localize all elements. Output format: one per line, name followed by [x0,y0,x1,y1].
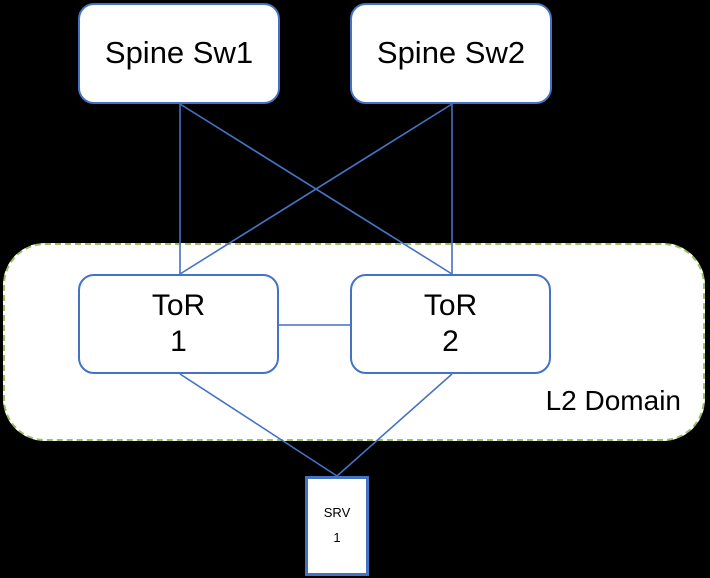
l2-domain-label: L2 Domain [545,385,681,416]
node-srv-1-label: SRV [323,505,351,521]
node-tor-2-label: ToR [423,289,478,323]
node-spine-sw1-label: Spine Sw1 [104,35,254,71]
node-spine-sw2-label: Spine Sw2 [376,35,526,71]
node-spine-sw2[interactable]: Spine Sw2 [350,3,552,104]
node-srv-1[interactable]: SRV 1 [305,476,369,576]
node-srv-1-index: 1 [333,530,341,545]
node-tor-1[interactable]: ToR 1 [78,274,279,374]
node-tor-1-index: 1 [170,325,187,358]
node-tor-2-index: 2 [442,325,459,358]
node-tor-2[interactable]: ToR 2 [350,274,551,374]
node-tor-1-label: ToR [151,289,206,323]
node-spine-sw1[interactable]: Spine Sw1 [78,3,280,104]
